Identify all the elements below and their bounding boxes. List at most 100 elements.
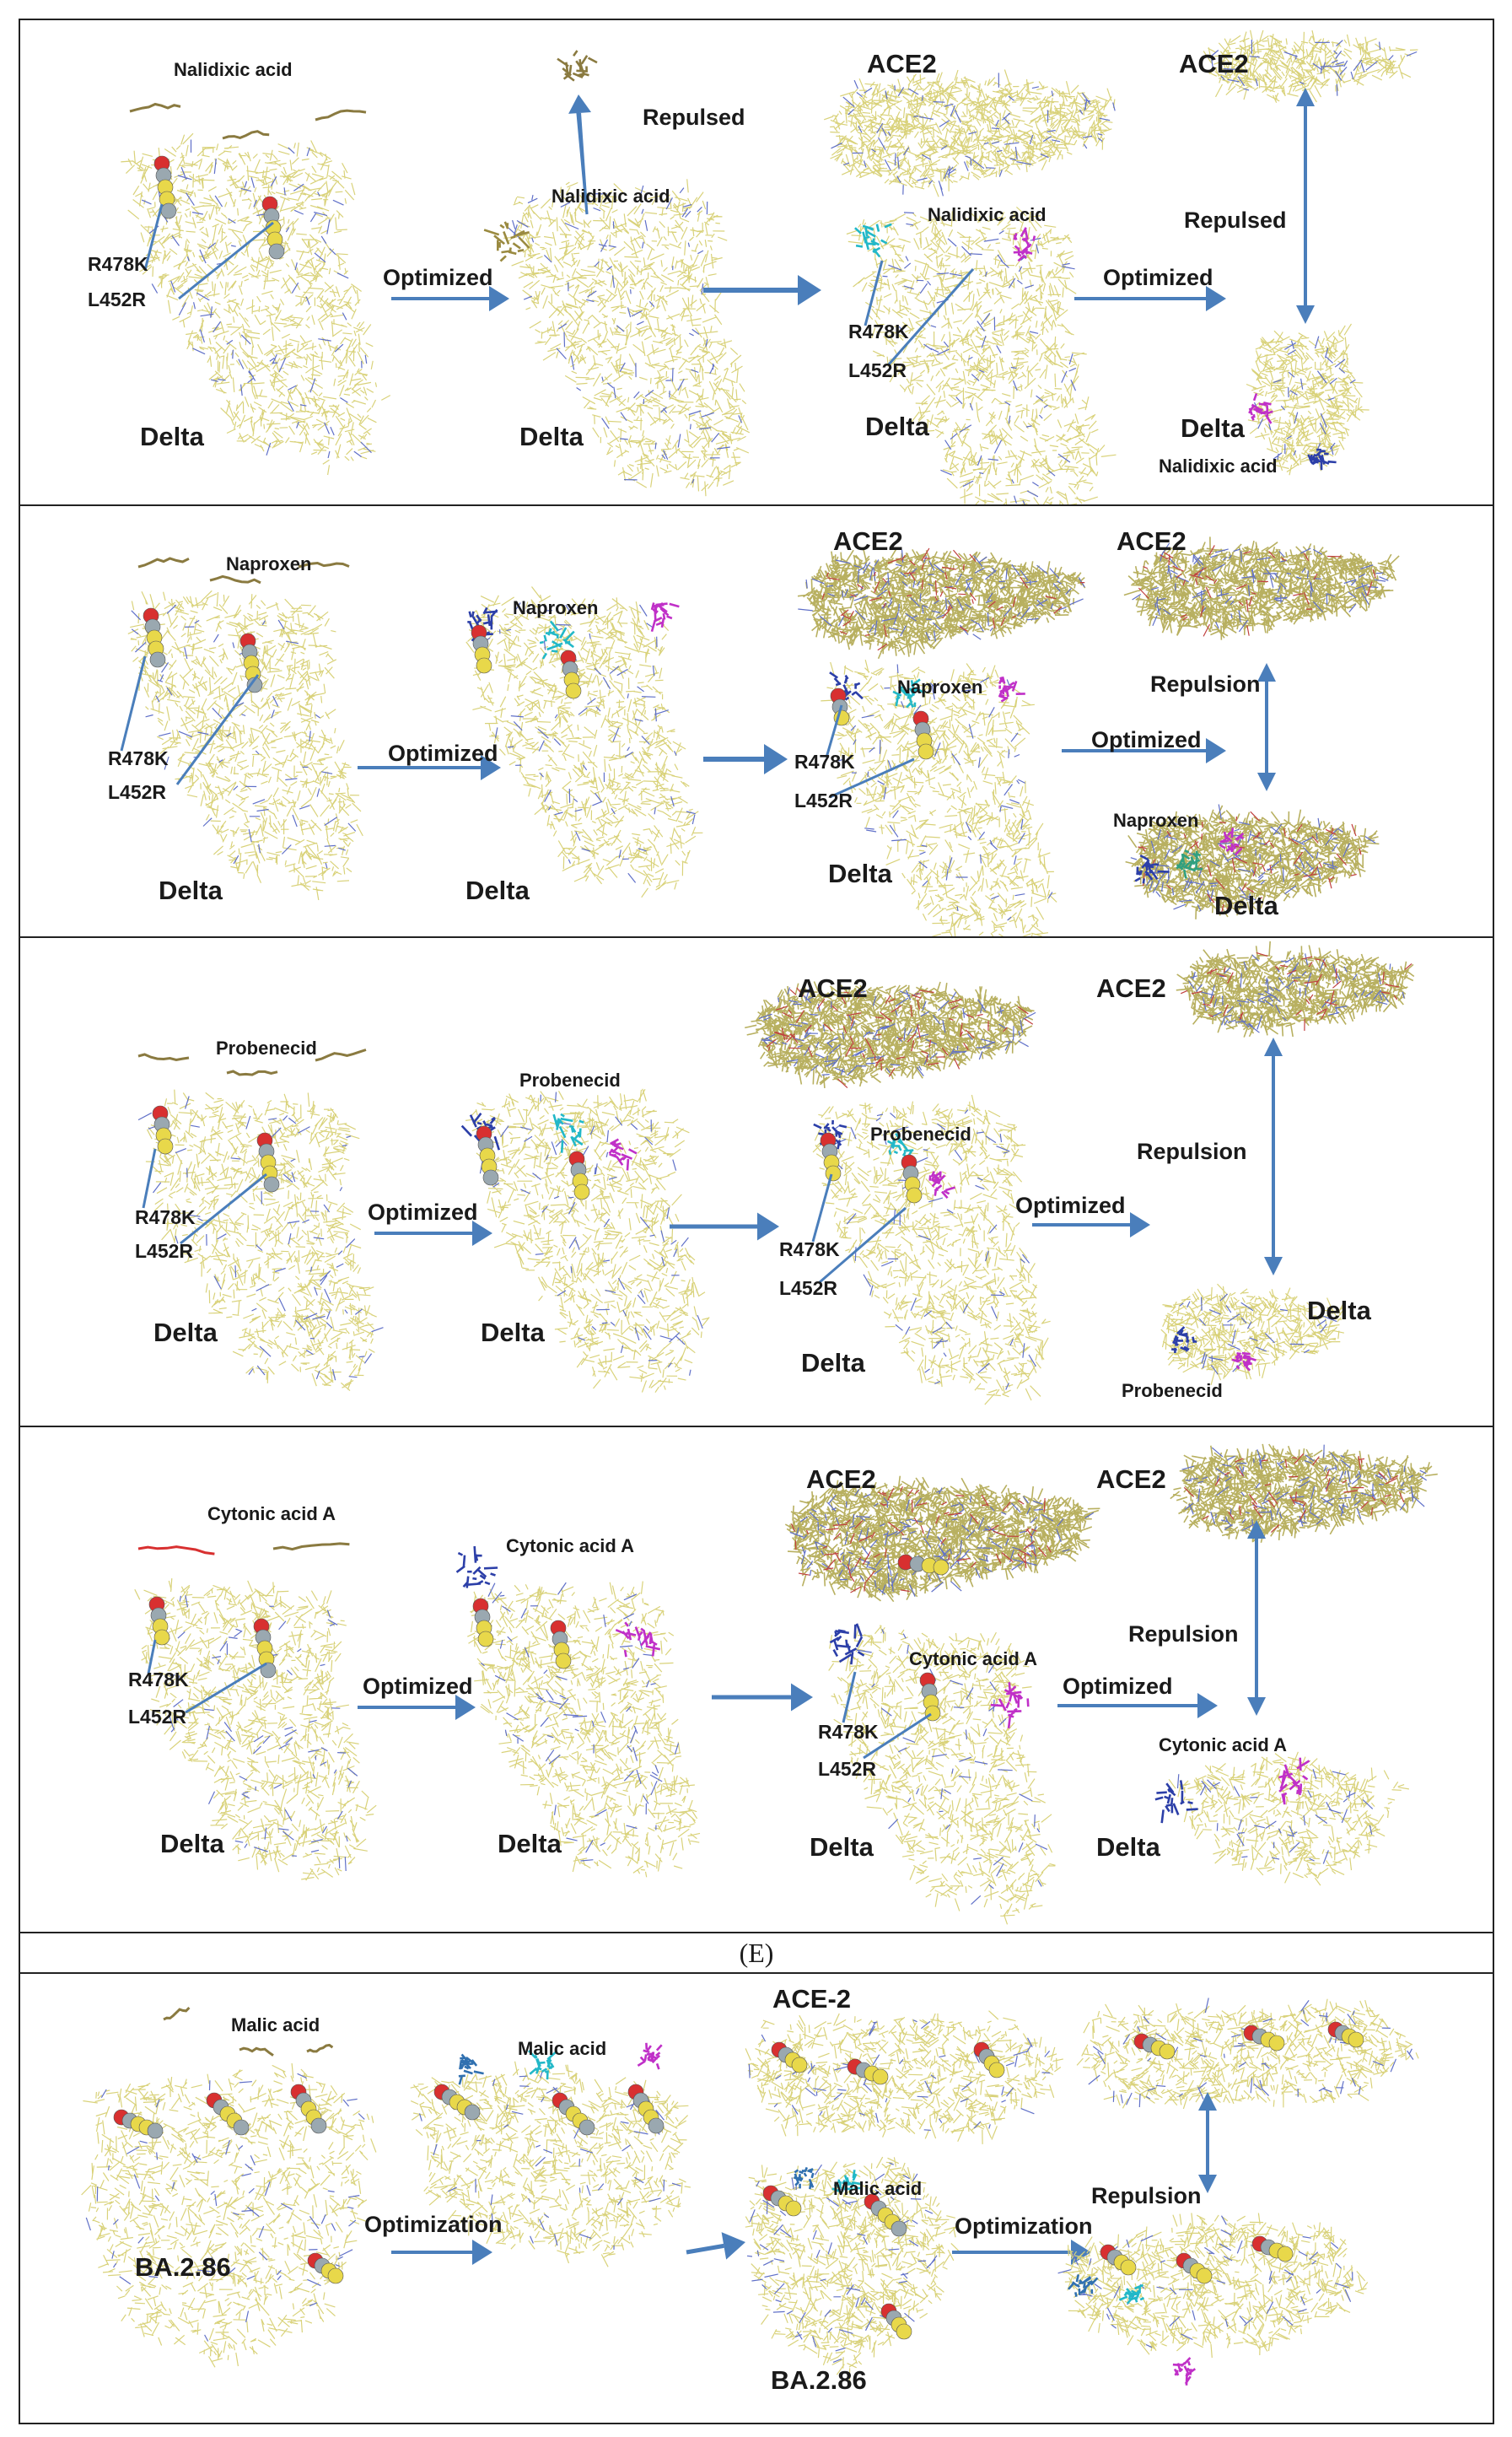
ligand-structure <box>239 2046 274 2057</box>
protein-structure <box>846 206 1117 504</box>
step-label: Optimization <box>364 2212 503 2237</box>
mutation-spheres <box>771 2041 808 2073</box>
repulsion-arrow <box>1264 1038 1283 1275</box>
protein-structure <box>812 1094 1051 1405</box>
mutation-spheres <box>864 2193 907 2237</box>
bound-ligand <box>615 1621 661 1658</box>
molecular-scene <box>81 1998 1419 2386</box>
bound-ligand <box>1278 1757 1310 1805</box>
ligand-structure <box>315 1049 367 1062</box>
step-label: Optimized <box>388 741 498 766</box>
protein-structure <box>828 1625 1056 1925</box>
mutation-spheres <box>568 1151 590 1200</box>
pointer-line <box>829 758 915 799</box>
mutation-spheres <box>901 1154 923 1204</box>
ligand-structure <box>137 1545 215 1555</box>
protein-structure <box>1057 2213 1369 2359</box>
panel-malic-acid: Malic acid BA.2.86 Optimization Malic ac… <box>19 1972 1494 2424</box>
receptor-label: ACE2 <box>806 1464 876 1494</box>
protein-structure <box>784 1475 1100 1603</box>
step-label: Optimized <box>1103 265 1213 290</box>
mutation-label: L452R <box>818 1758 877 1780</box>
ligand-label: Cytonic acid A <box>207 1503 336 1524</box>
mutation-spheres <box>148 1596 170 1646</box>
bound-ligand <box>608 1138 638 1171</box>
ligand-structure <box>298 561 350 569</box>
bound-ligand <box>998 676 1025 703</box>
mutation-spheres <box>1100 2244 1137 2276</box>
mutation-spheres <box>550 1620 572 1669</box>
receptor-label: ACE2 <box>833 526 903 556</box>
bound-ligand <box>1068 2274 1099 2297</box>
ligand-label: Cytonic acid A <box>506 1535 634 1556</box>
bound-ligand <box>854 223 892 258</box>
ligand-label: Nalidixic acid <box>928 204 1047 225</box>
pointer-line <box>142 1148 157 1209</box>
variant-label: Delta <box>1307 1296 1371 1325</box>
bound-ligand <box>552 1113 584 1153</box>
bound-ligand <box>455 1545 498 1588</box>
mutation-label: L452R <box>128 1706 187 1728</box>
repulse-label: Repulsion <box>1150 671 1261 697</box>
mutation-spheres <box>552 2092 595 2136</box>
mutation-label: L452R <box>135 1240 194 1262</box>
molecular-scene <box>134 1443 1438 1925</box>
receptor-label: ACE2 <box>798 973 868 1003</box>
protein-structure <box>467 1581 701 1878</box>
mutation-spheres <box>820 1132 842 1182</box>
pointer-line <box>863 1712 932 1760</box>
optimize-arrow <box>1074 286 1226 311</box>
protein-structure <box>127 590 363 901</box>
protein-structure <box>1176 941 1415 1038</box>
pointer-line <box>143 203 164 271</box>
repulse-label: Repulsion <box>1128 1621 1239 1647</box>
mutation-spheres <box>256 1132 280 1193</box>
step-label: Optimized <box>1015 1193 1126 1218</box>
mutation-label: R478K <box>848 321 909 342</box>
bound-ligand <box>928 1171 955 1200</box>
bound-ligand <box>637 2042 663 2070</box>
mutation-spheres <box>206 2092 250 2136</box>
bound-ligand <box>1176 849 1203 879</box>
ligand-label: Probenecid <box>870 1124 971 1145</box>
mutation-spheres <box>253 1618 277 1679</box>
optimize-arrow <box>374 1221 492 1246</box>
ligand-structure <box>129 102 181 113</box>
panel-cytonic-acid-a: Cytonic acid A R478K L452R Delta Optimiz… <box>19 1426 1494 1933</box>
ligand-structure <box>209 574 261 585</box>
mutation-label: L452R <box>848 359 907 381</box>
receptor-label: ACE2 <box>1179 49 1249 78</box>
pointer-line <box>185 1662 267 1714</box>
step-label: Optimization <box>955 2213 1093 2239</box>
mutation-spheres <box>762 2185 802 2217</box>
bound-ligand <box>829 1623 865 1665</box>
variant-label: Delta <box>1214 891 1278 920</box>
pointer-line <box>180 1173 267 1245</box>
ligand-label: Malic acid <box>231 2014 320 2035</box>
optimize-arrow <box>952 2240 1091 2265</box>
molecular-scene <box>121 30 1418 504</box>
mutation-label: L452R <box>779 1277 838 1299</box>
bound-ligand <box>557 50 598 82</box>
optimize-arrow <box>358 1695 476 1720</box>
bound-ligand <box>1171 1326 1197 1354</box>
mutation-spheres <box>113 2109 164 2139</box>
optimize-arrow <box>1057 1693 1218 1718</box>
panel-caption: (E) <box>19 1932 1494 1974</box>
bound-ligand <box>831 2170 863 2195</box>
mutation-spheres <box>627 2084 665 2134</box>
variant-label: Delta <box>801 1348 865 1378</box>
mutation-spheres <box>912 710 934 760</box>
repulse-label: Repulsion <box>1091 2183 1202 2208</box>
mutation-spheres <box>973 2041 1005 2078</box>
pointer-line <box>864 260 884 326</box>
variant-label: Delta <box>865 412 929 441</box>
mutation-spheres <box>1327 2021 1364 2048</box>
ligand-label: Probenecid <box>1122 1380 1223 1401</box>
mutation-spheres <box>261 196 285 260</box>
optimize-arrow <box>391 2240 492 2265</box>
mutation-label: L452R <box>88 288 147 310</box>
mutation-spheres <box>560 650 582 699</box>
molecular-scene <box>120 536 1400 936</box>
protein-structure <box>745 981 1036 1089</box>
